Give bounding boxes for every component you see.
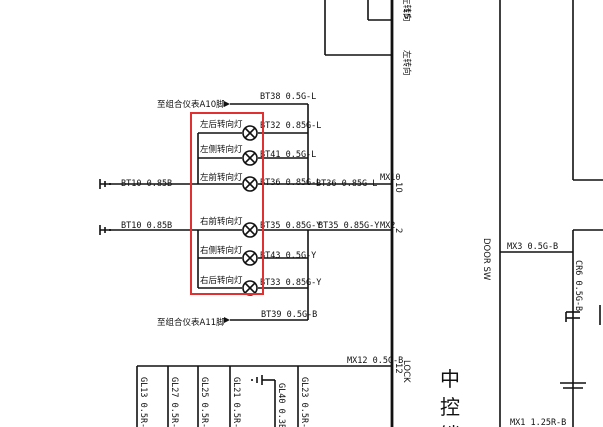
bt38-label: BT38 0.5G-L: [260, 92, 316, 102]
bottom-wire-3: GL25 0.5R-B: [199, 377, 209, 427]
top-label-1: 左转向: [401, 0, 412, 22]
bottom-wire-5: GL40 0.3B: [276, 383, 286, 427]
bt35-label: BT35 0.85G-Y: [318, 221, 379, 231]
bt10-bottom-label: BT10 0.85B: [121, 221, 172, 231]
arrow-a11-icon: [224, 317, 230, 323]
lamp-icon: [242, 280, 258, 296]
lamp4-name: 右前转向灯: [200, 216, 243, 227]
bottom-wire-2: GL27 0.5R-B: [169, 377, 179, 427]
mx12-label: MX12 0.5G-B: [347, 356, 403, 366]
mx10-label: MX10: [380, 173, 400, 183]
top-label-2: 左转向: [401, 50, 412, 76]
ground-icon: [99, 179, 111, 189]
lamp4-wire: BT35 0.85G-Y: [260, 221, 321, 231]
mx2-num: 2: [393, 228, 403, 233]
bt39-label: BT39 0.5G-B: [261, 310, 317, 320]
ground-icon: [251, 375, 263, 385]
mx10-num: 10: [393, 182, 403, 193]
bottom-wire-4: GL21 0.5R-B: [231, 377, 241, 427]
controller-title-1: 中: [440, 367, 460, 391]
lock-num: 12: [393, 363, 403, 374]
lamp6-wire: BT33 0.85G-Y: [260, 278, 321, 288]
lamp1-wire: BT32 0.85G-L: [260, 121, 321, 131]
lamp-icon: [242, 222, 258, 238]
lamp-icon: [242, 125, 258, 141]
highlight-box: [190, 112, 264, 295]
top-num: 15: [401, 8, 411, 19]
lamp2-wire: BT41 0.5G-L: [260, 150, 316, 160]
door-sw-label: DOOR SW: [481, 238, 491, 281]
instrument-a10-label: 至组合仪表A10脚: [157, 99, 225, 110]
controller-title-2: 控: [440, 395, 460, 419]
lamp2-name: 左侧转向灯: [200, 144, 243, 155]
controller-title-3: 锁: [440, 423, 460, 427]
lamp-icon: [242, 250, 258, 266]
lamp6-name: 右后转向灯: [200, 275, 243, 286]
bottom-wire-1: GL13 0.5R-B: [138, 377, 148, 427]
bt10-top-label: BT10 0.85B: [121, 179, 172, 189]
ground-icon: [560, 382, 586, 389]
lamp5-wire: BT43 0.5G-Y: [260, 251, 316, 261]
right-wire-1: MX1 1.25R-B: [510, 418, 566, 427]
mx3-label: MX3 0.5G-B: [507, 242, 558, 252]
ground-icon: [99, 225, 111, 235]
cr6-label: CR6 0.5G-B: [573, 260, 583, 311]
lamp5-name: 右侧转向灯: [200, 245, 243, 256]
lock-label: LOCK: [401, 360, 411, 383]
bottom-wire-6: GL23 0.5R-B: [299, 377, 309, 427]
mx2-label: MX2: [380, 221, 395, 231]
bt36-label: BT36 0.85G-L: [316, 179, 377, 189]
lamp1-name: 左后转向灯: [200, 119, 243, 130]
lamp3-wire: BT36 0.85G-L: [260, 178, 321, 188]
arrow-a10-icon: [224, 101, 230, 107]
switch-icon: [565, 311, 580, 322]
lamp-icon: [242, 150, 258, 166]
instrument-a11-label: 至组合仪表A11脚: [157, 317, 225, 328]
lamp3-name: 左前转向灯: [200, 172, 243, 183]
lamp-icon: [242, 176, 258, 192]
